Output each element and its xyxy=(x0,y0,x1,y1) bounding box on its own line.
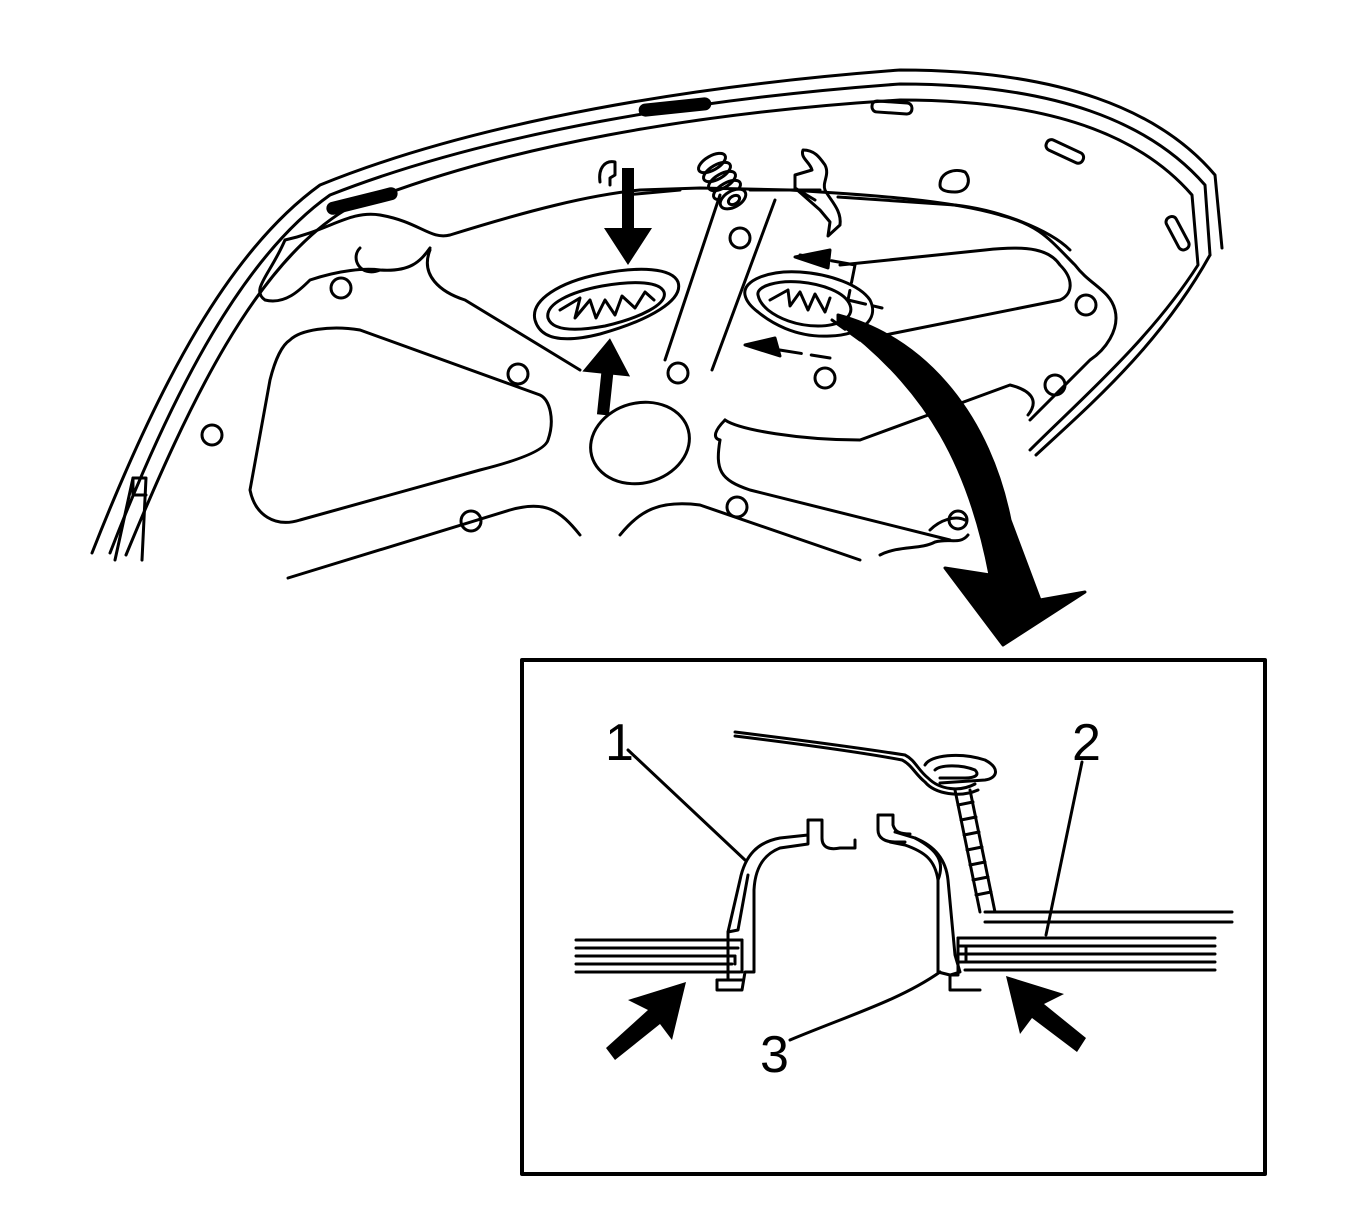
edge-slot-2 xyxy=(638,97,712,117)
inner-spoke-right xyxy=(723,383,1035,442)
inner-spoke-left-upper xyxy=(426,248,582,372)
edge-slot-5 xyxy=(1164,215,1191,252)
edge-slot-3 xyxy=(870,99,914,116)
callout-1: 1 xyxy=(605,714,634,772)
center-access-hole xyxy=(589,400,691,486)
right-nozzle-opening xyxy=(743,248,884,360)
detail-arrow-icon xyxy=(836,313,1087,647)
hood-outer-edge-inner xyxy=(108,82,1212,555)
hole xyxy=(506,362,530,386)
center-strut-right xyxy=(710,198,777,372)
hood-outer-edge xyxy=(90,68,1224,555)
hose-clip xyxy=(793,148,842,238)
hood-hem-line-2 xyxy=(1034,253,1212,457)
left-flange xyxy=(113,476,148,562)
hood-hem-line xyxy=(124,98,1200,557)
inner-spoke-left-lower xyxy=(248,326,553,524)
hole xyxy=(725,495,749,519)
hole xyxy=(459,509,483,533)
edge-slot-4 xyxy=(1044,138,1086,165)
hole xyxy=(1043,373,1067,397)
inner-spoke-upper-right xyxy=(838,246,1072,342)
push-arrow-icon xyxy=(1006,976,1086,1052)
hole xyxy=(728,226,752,250)
arrow-up-icon xyxy=(582,338,631,416)
hole xyxy=(329,276,353,300)
edge-slot-1 xyxy=(326,187,398,215)
inset-cross-section xyxy=(574,730,1234,1042)
arrow-down-icon xyxy=(604,168,652,265)
hole xyxy=(200,423,224,447)
detail-inset-frame xyxy=(520,658,1267,1176)
hole xyxy=(813,366,837,390)
leader-1 xyxy=(626,748,747,862)
callout-2: 2 xyxy=(1072,714,1101,772)
center-strut-left xyxy=(663,193,722,362)
callout-3: 3 xyxy=(760,1026,789,1084)
hole xyxy=(1074,293,1098,317)
push-arrow-icon xyxy=(606,982,686,1060)
washer-hose-spring xyxy=(697,151,748,211)
hole xyxy=(666,361,690,385)
left-nozzle-opening xyxy=(533,267,681,341)
inner-frame-outline xyxy=(283,186,1118,422)
leader-3 xyxy=(788,970,942,1042)
hood-panel xyxy=(90,68,1224,580)
inner-spoke-right-lower xyxy=(716,438,952,542)
inner-spoke-bottom-left xyxy=(286,504,582,580)
inner-spoke-bottom-right xyxy=(618,502,862,562)
leader-2 xyxy=(1044,760,1084,937)
